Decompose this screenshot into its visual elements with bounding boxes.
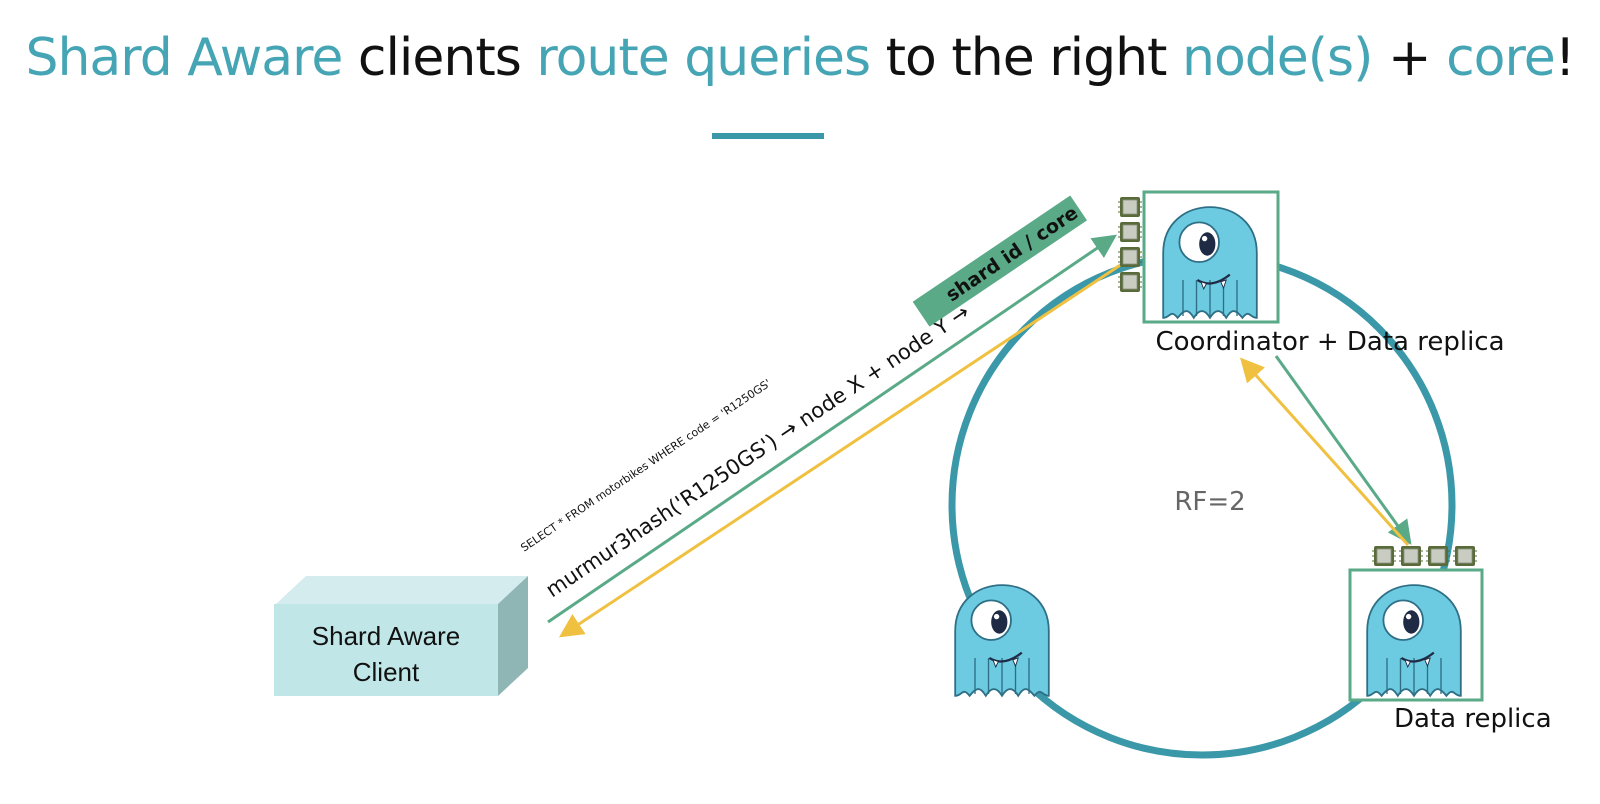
cpu-chip-icon bbox=[1425, 545, 1451, 567]
cpu-chip-icon bbox=[1452, 545, 1478, 567]
replica-request-arrow bbox=[1274, 355, 1412, 545]
title-part: node(s) bbox=[1181, 28, 1373, 88]
coordinator-node bbox=[1117, 190, 1280, 324]
shard-label-background bbox=[912, 195, 1087, 327]
client-label-line2: Client bbox=[353, 657, 420, 687]
title-part: + bbox=[1372, 28, 1447, 88]
scylla-mascot-icon bbox=[954, 583, 1050, 697]
cpu-chip-icon bbox=[1371, 545, 1397, 567]
title-part: route queries bbox=[536, 28, 871, 88]
hash-text: murmur3hash('R1250GS') → node X + node Y… bbox=[541, 300, 973, 602]
client-label-line1: Shard Aware bbox=[312, 621, 460, 651]
coordinator-label: Coordinator + Data replica bbox=[1155, 327, 1504, 357]
scylla-mascot-icon bbox=[1162, 205, 1258, 319]
cpu-chip-icon bbox=[1398, 545, 1424, 567]
shard-aware-client: Shard Aware Client bbox=[274, 576, 528, 696]
cpu-chip-icon bbox=[1117, 221, 1143, 243]
replica-label: Data replica bbox=[1394, 704, 1552, 734]
response-arrow bbox=[558, 250, 1141, 638]
title-part: Shard Aware bbox=[25, 28, 343, 88]
request-arrow bbox=[547, 234, 1117, 624]
rf-label: RF=2 bbox=[1174, 487, 1245, 517]
replica-response-arrow bbox=[1239, 357, 1410, 547]
title-part: ! bbox=[1554, 28, 1576, 88]
data-replica-node bbox=[1348, 545, 1484, 702]
scylla-mascot-icon bbox=[1366, 583, 1462, 697]
cpu-chip-icon bbox=[1117, 196, 1143, 218]
title-part: core bbox=[1446, 28, 1556, 88]
title-part: clients bbox=[342, 28, 537, 88]
cpu-chip-icon bbox=[1117, 246, 1143, 268]
page-title: Shard Aware clients route queries to the… bbox=[0, 28, 1600, 88]
cpu-chip-icon bbox=[1117, 271, 1143, 293]
title-underline bbox=[712, 133, 824, 139]
shard-label: shard id / core bbox=[942, 202, 1082, 306]
title-part: to the right bbox=[870, 28, 1182, 88]
